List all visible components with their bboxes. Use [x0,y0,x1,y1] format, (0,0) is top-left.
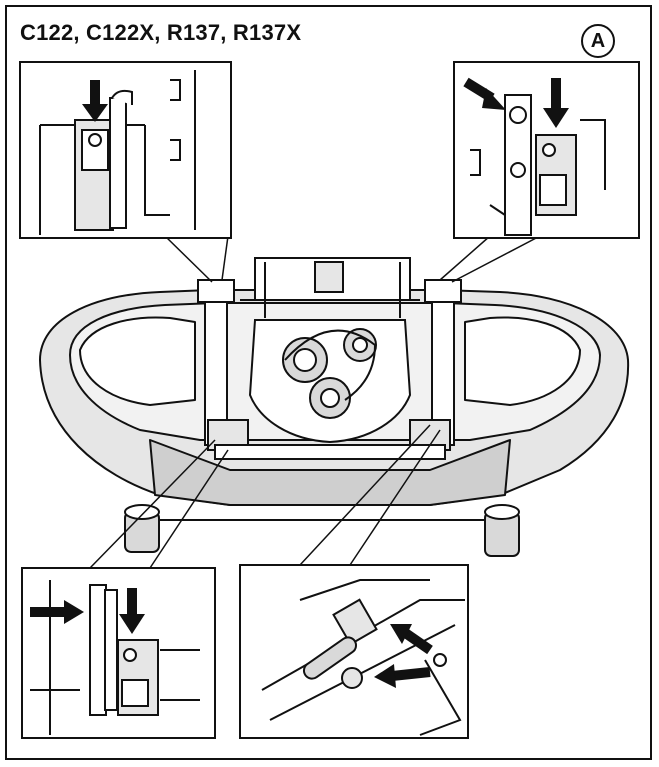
arrow-left-icon [374,664,396,688]
arrow-up-left-icon [390,624,412,644]
callout-bottom-center [239,564,469,739]
arrow-down-icon [543,108,569,128]
figure-label-badge: A [581,24,615,58]
pulley-housing [248,319,412,444]
callout-top-left [19,61,232,239]
anti-scalp-wheel-right [484,504,520,557]
callout-bottom-left [21,567,216,739]
left-lift-arm [197,279,249,451]
front-cross-bar [150,444,510,521]
arrow-down-icon [82,104,108,122]
arrow-down-icon [119,614,145,634]
arrow-diagonal-icon [482,88,506,110]
arrow-right-icon [64,600,84,624]
callout-leaders [89,235,541,569]
page-title: C122, C122X, R137, R137X [20,20,302,45]
callout-top-right [453,61,640,239]
figure-label: A [590,29,606,52]
lift-frame [240,257,420,318]
anti-scalp-wheel-left [124,504,160,553]
